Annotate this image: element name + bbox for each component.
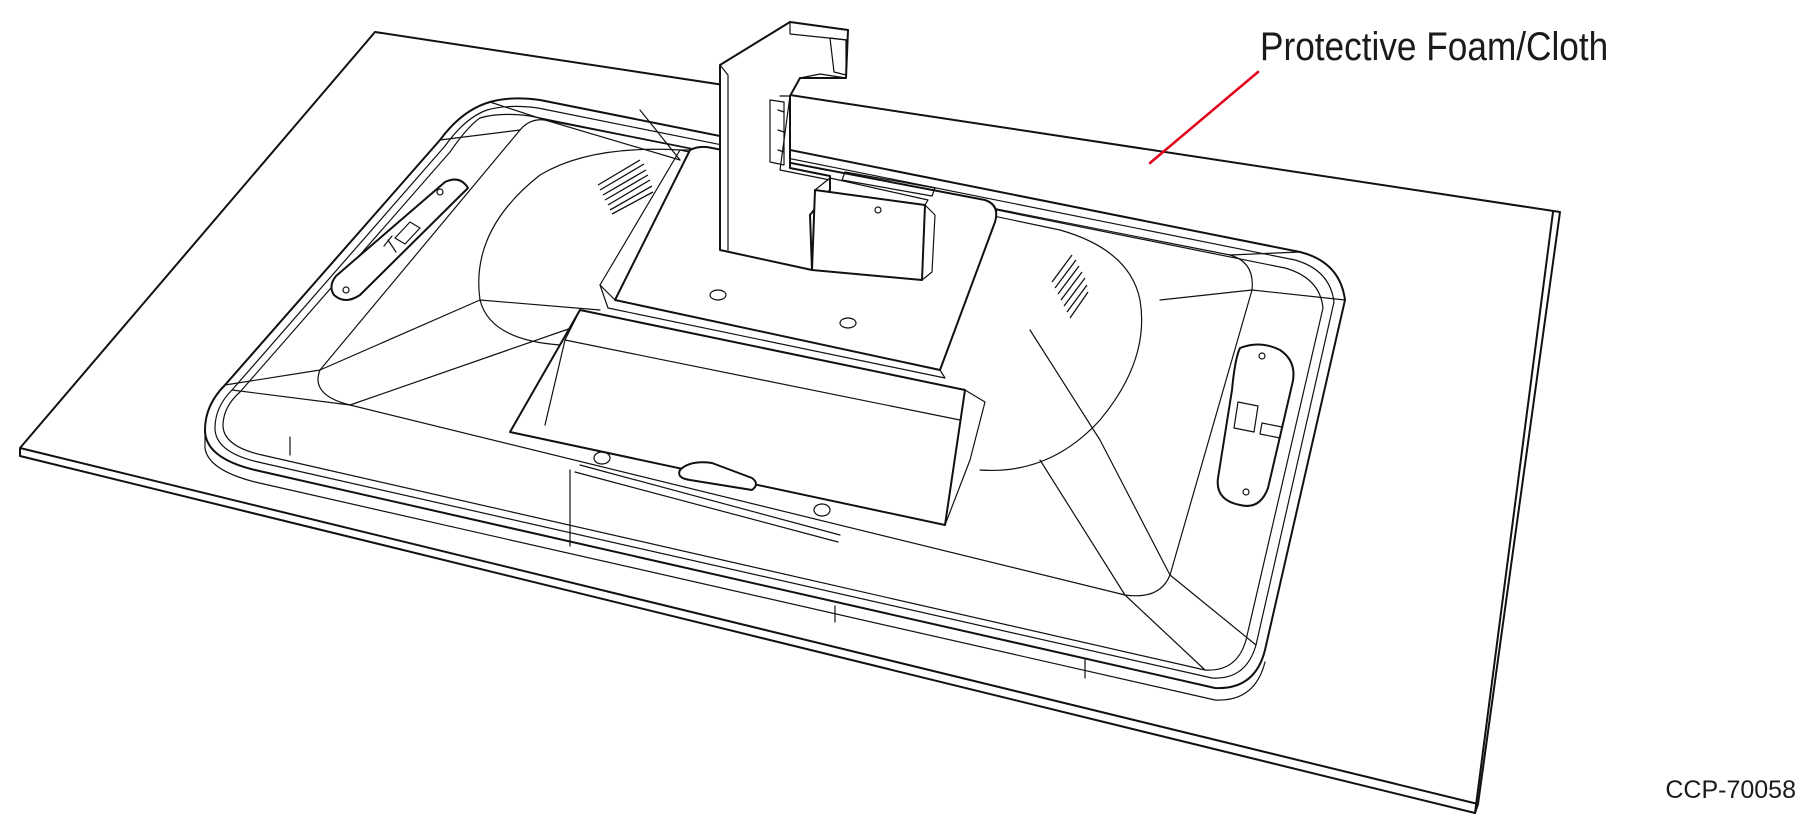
callout-label: Protective Foam/Cloth [1260, 25, 1609, 69]
right-cable-cover [1216, 343, 1295, 507]
stand-bracket [719, 21, 936, 281]
vent-grille-left [597, 159, 654, 215]
figure-id: CCP-70058 [1665, 776, 1796, 804]
left-cable-cover [330, 178, 469, 301]
vent-grille-right [1051, 254, 1089, 319]
stand-well [509, 309, 986, 543]
callout-leader-line [1148, 70, 1260, 165]
